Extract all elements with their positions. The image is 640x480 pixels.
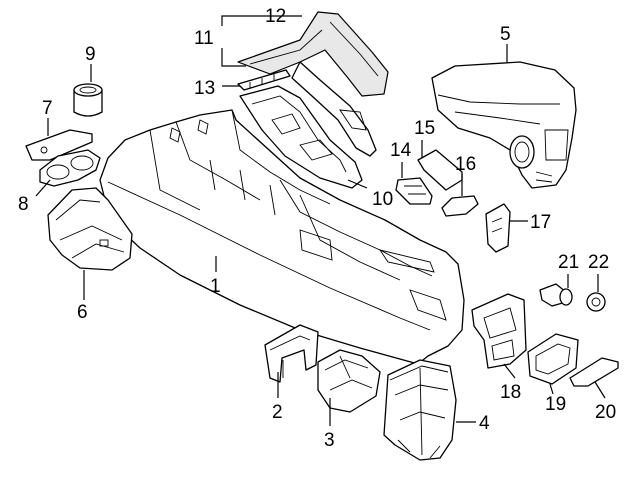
callout-13: 13: [194, 78, 215, 99]
callout-6: 6: [77, 302, 88, 323]
callout-12: 12: [265, 6, 286, 27]
callout-19: 19: [545, 394, 566, 415]
trim-part-7: [25, 129, 93, 161]
rear-bracket-part-6: [47, 187, 133, 271]
callout-2: 2: [272, 402, 283, 423]
cover-part-3: [317, 349, 381, 413]
cup-insert-part-9: [73, 83, 103, 117]
center-trim-part-10: [239, 85, 363, 189]
switch-panel-part-14: [395, 177, 433, 205]
callout-numbers: 1 2 3 4 5 6 7 8 9 10 11 12 13 14 15 16 1…: [18, 6, 616, 451]
socket-part-21: [539, 283, 573, 307]
callout-20: 20: [595, 402, 616, 423]
callout-16: 16: [455, 154, 476, 175]
callout-18: 18: [500, 382, 521, 403]
cupholder-ring-part-8: [39, 149, 101, 187]
callout-21: 21: [558, 252, 579, 273]
top-trim-part-12: [237, 11, 389, 157]
clip-part-17: [485, 203, 511, 253]
armrest-part-5: [431, 61, 577, 189]
small-strip-part-13: [237, 69, 291, 91]
callout-1: 1: [210, 276, 221, 297]
callout-11: 11: [194, 28, 214, 49]
callout-22: 22: [588, 252, 609, 273]
callout-3: 3: [324, 430, 335, 451]
callout-17: 17: [530, 212, 551, 233]
callout-10: 10: [372, 189, 393, 210]
callout-4: 4: [479, 413, 490, 434]
callout-15: 15: [414, 118, 435, 139]
bracket-part-2: [264, 324, 319, 383]
leader-lines: [35, 15, 606, 426]
frame-part-18: [471, 293, 527, 369]
callout-14: 14: [390, 140, 412, 161]
console-body-part-1: [99, 109, 465, 365]
callout-7: 7: [42, 98, 53, 119]
callout-8: 8: [18, 194, 29, 215]
plug-part-22: [586, 292, 606, 312]
lid-part-20: [569, 357, 619, 387]
support-part-4: [383, 359, 457, 461]
pad-part-16: [441, 195, 479, 217]
tray-part-19: [527, 333, 579, 385]
callout-5: 5: [500, 24, 511, 45]
callout-9: 9: [85, 44, 96, 65]
